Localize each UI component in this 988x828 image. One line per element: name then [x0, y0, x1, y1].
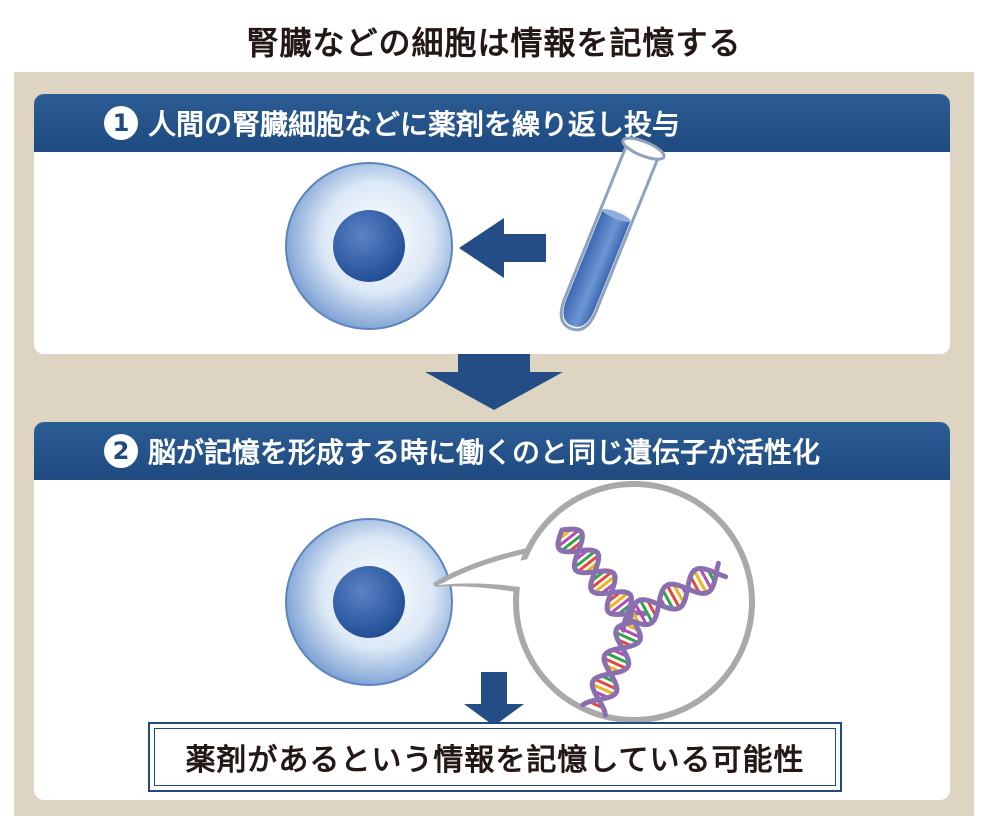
dna-backbone — [559, 526, 647, 618]
dna-base-pair — [573, 549, 597, 569]
dna-base-pair — [661, 589, 675, 610]
test-tube-icon — [559, 136, 666, 332]
dna-backbone — [555, 527, 635, 633]
dna-base-pair — [609, 595, 633, 615]
dna-base-pair — [638, 599, 654, 624]
step-1-panel: 1 人間の腎臓細胞などに薬剤を繰り返し投与 — [34, 94, 950, 354]
dna-backbone — [580, 619, 644, 708]
dna-backbone — [627, 565, 729, 623]
step-2-label: 脳が記憶を形成する時に働くのと同じ遺伝子が活性化 — [148, 436, 821, 469]
dna-base-pair — [692, 569, 708, 594]
dna-base-pair — [557, 529, 580, 548]
dna-base-pair — [576, 554, 600, 573]
arrow-left-icon — [459, 218, 546, 278]
dna-base-pair — [665, 584, 681, 609]
dna-base-pair — [603, 656, 628, 670]
dna-base-pair — [617, 625, 642, 639]
step-2-illustration — [285, 481, 755, 726]
dna-base-pair — [560, 533, 584, 552]
dna-base-pair — [593, 575, 616, 594]
dna-backbone — [589, 619, 637, 718]
dna-helix-icon — [555, 526, 729, 718]
dna-base-pair — [606, 591, 630, 611]
step-2-header: 2 脳が記憶を形成する時に働くのと同じ遺伝子が活性化 — [34, 422, 950, 480]
dna-base-pair — [633, 602, 648, 626]
dna-base-pair — [589, 570, 613, 590]
step-1-label: 人間の腎臓細胞などに薬剤を繰り返し投与 — [148, 108, 681, 141]
cell-icon — [285, 518, 453, 686]
step-2-number-badge: 2 — [104, 434, 138, 468]
conclusion-text: 薬剤があるという情報を記憶している可能性 — [154, 728, 836, 786]
arrow-down-icon — [464, 672, 524, 726]
dna-base-pair — [593, 677, 618, 691]
dna-base-pair — [605, 651, 630, 665]
step-1-number-badge: 1 — [104, 106, 138, 140]
step-1-header: 1 人間の腎臓細胞などに薬剤を繰り返し投与 — [34, 94, 950, 152]
dna-base-pair — [698, 567, 713, 590]
conclusion-box: 薬剤があるという情報を記憶している可能性 — [148, 722, 842, 792]
dna-base-pair — [615, 631, 639, 644]
cell-icon — [285, 162, 453, 330]
dna-base-pair — [591, 682, 616, 696]
dna-base-pair — [672, 583, 686, 604]
step-1-illustration — [285, 136, 666, 332]
diagram-title: 腎臓などの細胞は情報を記憶する — [246, 24, 742, 62]
dna-backbone — [627, 560, 721, 628]
